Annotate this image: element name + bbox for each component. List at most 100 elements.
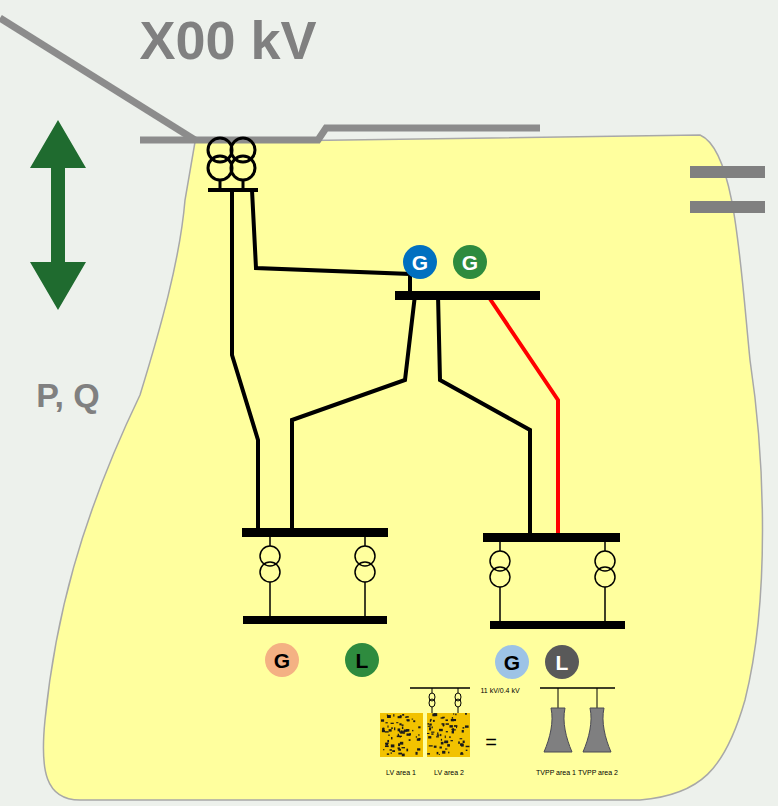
noise-dot	[432, 714, 435, 717]
noise-dot	[445, 748, 447, 749]
noise-dot	[446, 731, 448, 732]
inset-label: LV area 1	[386, 769, 416, 776]
noise-dot	[401, 724, 403, 725]
noise-dot	[439, 729, 443, 731]
generator-circle: G	[403, 245, 437, 279]
node-label: G	[462, 252, 478, 273]
noise-dot	[399, 723, 401, 725]
load-circle: L	[345, 643, 379, 677]
noise-dot	[383, 749, 384, 750]
new-line	[490, 299, 558, 537]
noise-dot	[391, 744, 395, 747]
noise-dot	[458, 741, 460, 743]
noise-dot	[463, 741, 465, 743]
cooling-towers	[544, 708, 611, 752]
noise-dot	[444, 742, 447, 743]
noise-dot	[455, 714, 456, 716]
noise-dot	[428, 726, 431, 727]
noise-dot	[441, 739, 442, 741]
noise-dot	[448, 752, 449, 754]
equals-symbol	[690, 166, 765, 213]
node-label: G	[412, 252, 428, 273]
noise-dot	[387, 725, 388, 727]
generator-circle: G	[495, 645, 529, 679]
noise-dot	[461, 752, 463, 754]
noise-dot	[431, 733, 433, 734]
noise-dot	[429, 745, 433, 746]
noise-dot	[385, 743, 388, 746]
noise-dot	[460, 744, 463, 746]
node-label: L	[556, 652, 569, 673]
noise-dot	[409, 733, 411, 735]
noise-dot	[452, 731, 454, 734]
inset-label: =	[485, 732, 497, 752]
noise-dot	[391, 727, 393, 728]
noise-dot	[391, 723, 394, 724]
node-label: G	[504, 652, 520, 673]
noise-dot	[465, 713, 467, 715]
noise-dot	[446, 719, 448, 721]
noise-dot	[437, 734, 440, 735]
noise-dot	[398, 743, 400, 746]
voltage-label: X00 kV	[139, 13, 316, 67]
noise-dot	[398, 716, 402, 718]
node-label: L	[356, 650, 369, 671]
noise-dot	[406, 719, 409, 720]
grid-region	[43, 135, 762, 800]
noise-dot	[402, 714, 404, 716]
noise-dot	[407, 719, 410, 721]
noise-dot	[387, 715, 388, 716]
noise-dot	[405, 717, 407, 718]
noise-dot	[432, 726, 433, 728]
noise-dot	[444, 740, 448, 743]
noise-dot	[465, 725, 469, 727]
noise-dot	[416, 736, 417, 737]
noise-dot	[442, 751, 445, 754]
noise-dot	[415, 752, 417, 755]
noise-dot	[427, 733, 429, 734]
noise-dot	[402, 754, 405, 757]
distribution-transformers	[260, 537, 615, 621]
inset-label: 11 kV/0.4 kV	[480, 687, 519, 694]
noise-dot	[393, 714, 394, 716]
noise-dot	[452, 719, 456, 721]
noise-dot	[439, 746, 441, 748]
noise-dot	[437, 752, 439, 754]
noise-dot	[398, 753, 402, 755]
noise-dot	[427, 753, 430, 754]
noise-dot	[418, 734, 419, 736]
noise-dot	[387, 753, 389, 754]
noise-dot	[439, 754, 440, 755]
noise-dot	[460, 738, 463, 739]
noise-dot	[418, 726, 420, 728]
busbars	[242, 291, 625, 629]
noise-dot	[452, 729, 456, 730]
generator-circle: G	[453, 245, 487, 279]
noise-dot	[428, 723, 429, 725]
noise-dot	[406, 749, 408, 752]
noise-dot	[429, 724, 431, 726]
inset-label: LV area 2	[434, 769, 464, 776]
noise-dot	[398, 728, 401, 731]
noise-dot	[440, 734, 441, 736]
inset-label: TVPP area 2	[578, 769, 618, 776]
noise-dot	[398, 749, 401, 751]
noise-dot	[441, 742, 444, 745]
noise-dot	[406, 729, 409, 732]
noise-dot	[449, 725, 452, 728]
noise-dot	[449, 736, 450, 738]
noise-dot	[453, 713, 454, 714]
noise-dot	[385, 731, 389, 732]
noise-dot	[400, 742, 403, 745]
node-label: G	[274, 650, 290, 671]
noise-dot	[461, 744, 464, 747]
main-transformer	[208, 138, 258, 190]
noise-dot	[431, 732, 434, 733]
noise-dot	[392, 750, 395, 752]
noise-dot	[398, 736, 402, 737]
noise-dot	[436, 736, 439, 737]
noise-dot	[409, 739, 411, 741]
noise-dot	[417, 738, 420, 740]
